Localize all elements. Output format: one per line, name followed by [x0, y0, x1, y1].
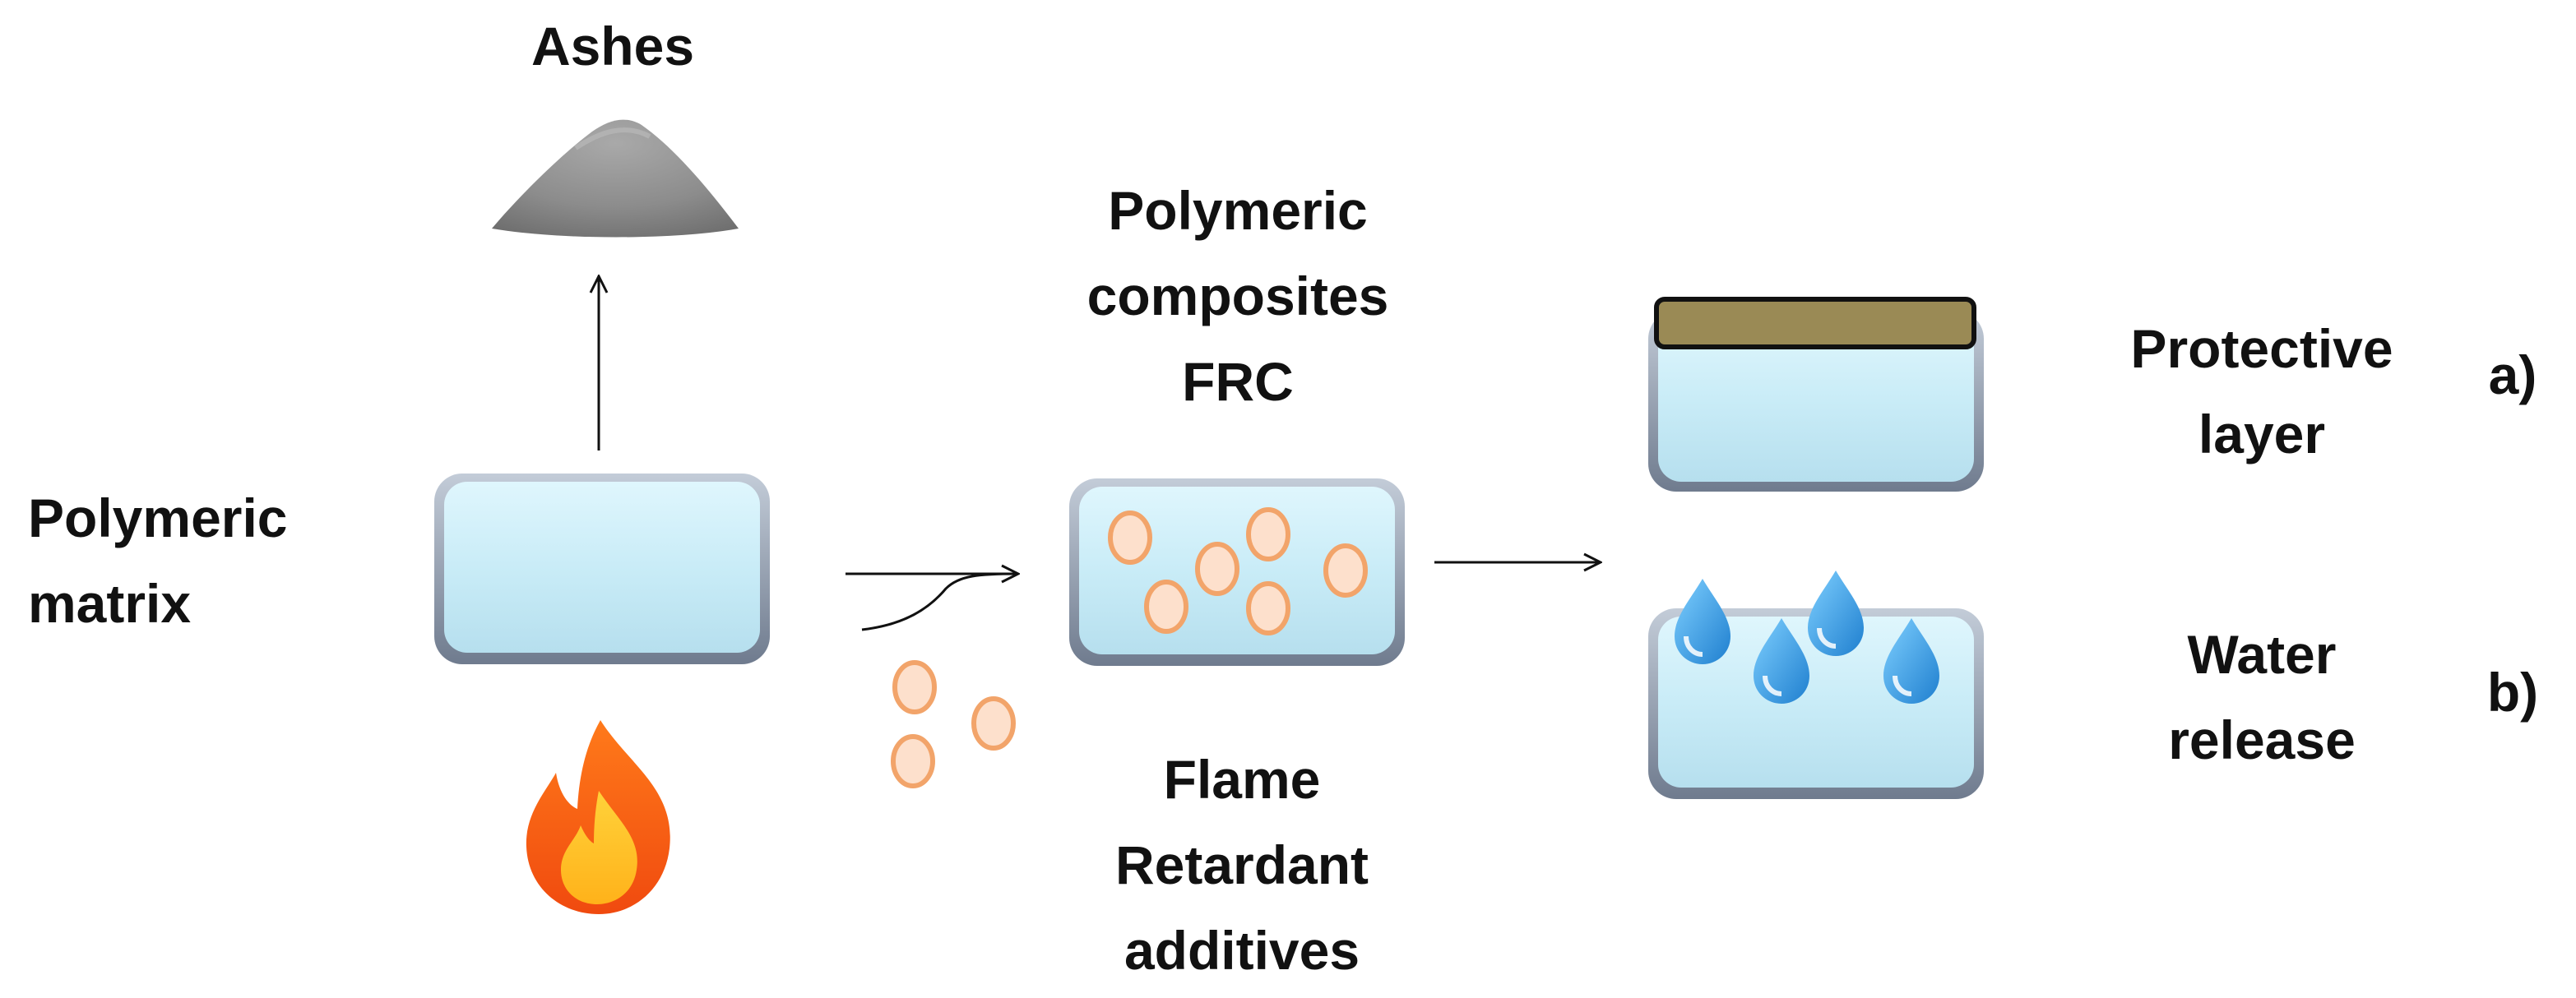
- polymeric-matrix-box: [434, 474, 770, 664]
- flame-retardant-additives-label: Flame Retardant additives: [1114, 749, 1369, 981]
- label-b: b): [2486, 662, 2539, 723]
- water-drop-icon: [1808, 571, 1864, 656]
- water-drop-icon: [1675, 579, 1730, 664]
- protective-layer-label: Protective layer: [2130, 318, 2393, 464]
- ashes-label: Ashes: [530, 16, 695, 76]
- protective-layer-box: [1648, 297, 1984, 492]
- char-layer: [1654, 297, 1976, 349]
- water-drop-icon: [1754, 618, 1809, 704]
- water-release-label: Water release: [2168, 624, 2356, 770]
- water-drop-icon: [1883, 618, 1939, 704]
- mixing-arrow: [846, 574, 1018, 631]
- fire-icon: [526, 720, 670, 914]
- polymeric-composites-label: Polymeric composites FRC: [1086, 180, 1389, 412]
- label-a: a): [2488, 344, 2537, 405]
- water-drop-icons: [1675, 571, 1939, 704]
- additive-particles: [891, 660, 1016, 788]
- polymeric-matrix-label: Polymeric matrix: [28, 487, 288, 634]
- polymeric-composite-box: [1069, 478, 1405, 666]
- ash-pile-icon: [492, 119, 739, 238]
